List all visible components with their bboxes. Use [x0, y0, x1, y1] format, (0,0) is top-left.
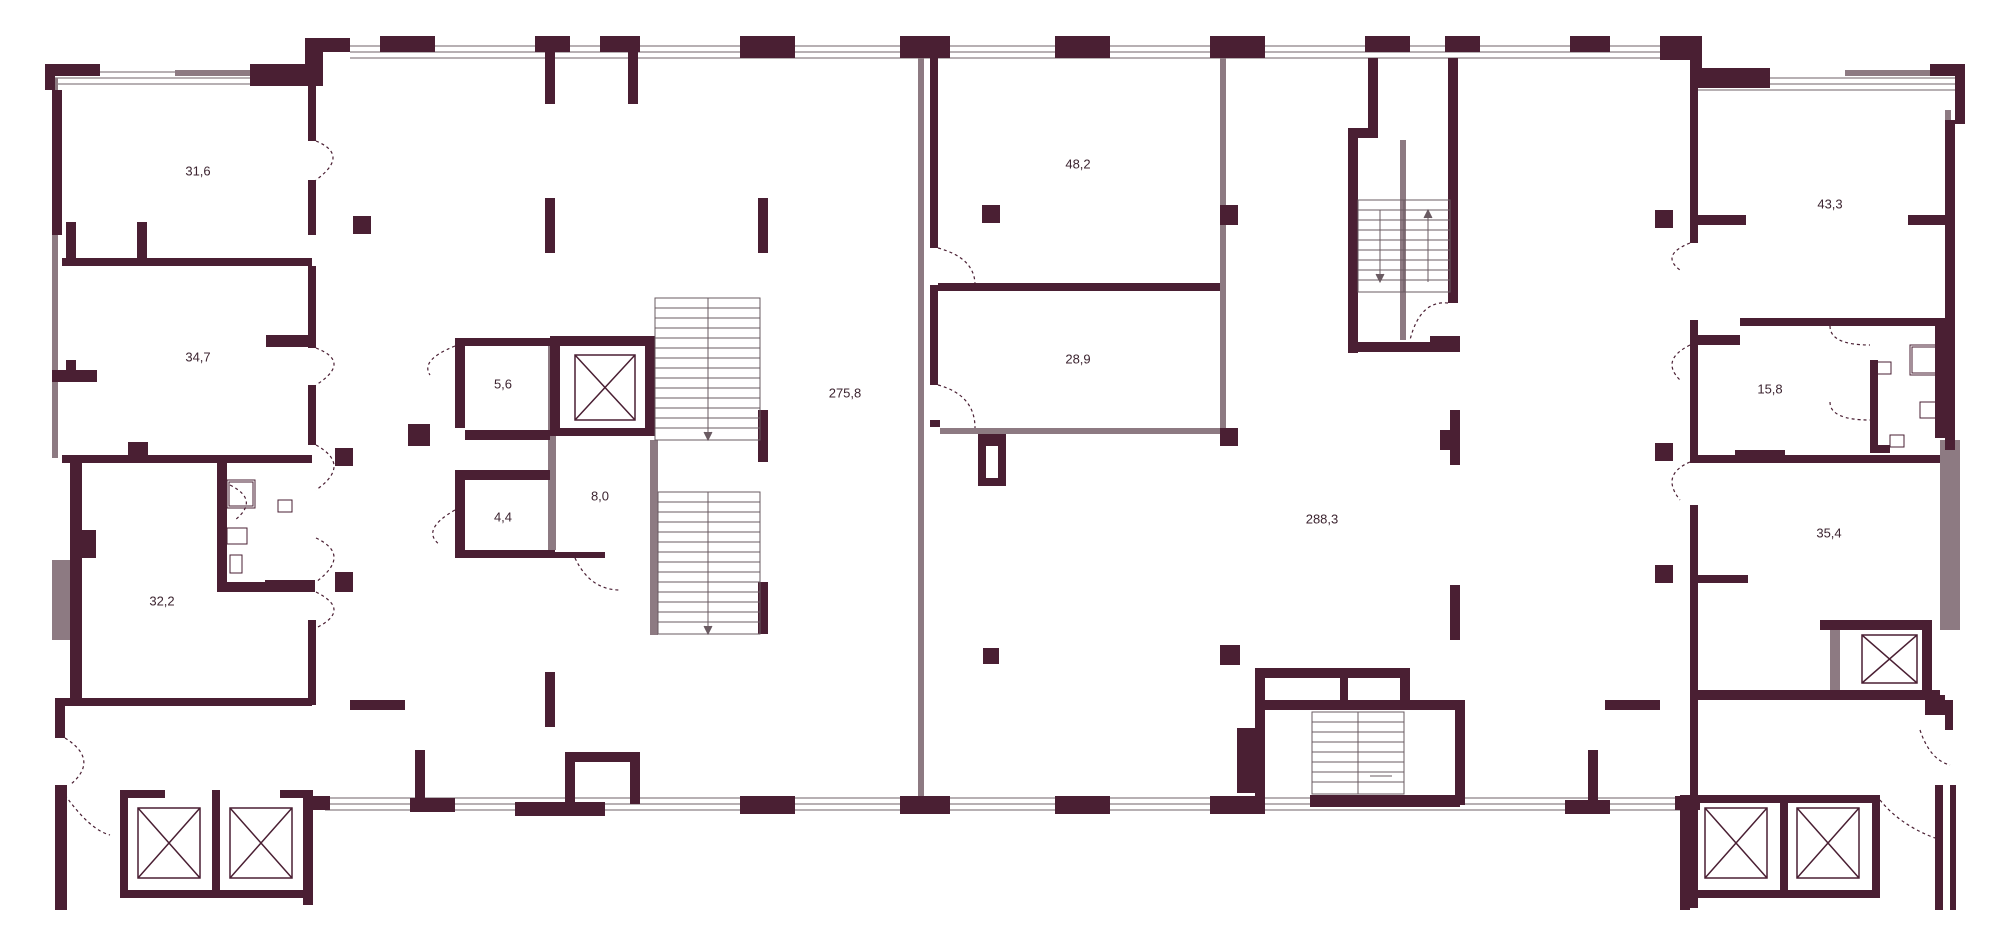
room-28-9-label: 28,9: [1065, 351, 1090, 366]
room-15-8-label: 15,8: [1757, 381, 1782, 396]
room-4-4-label: 4,4: [494, 509, 512, 524]
room-43-3-label: 43,3: [1817, 196, 1842, 211]
elevator-shafts: [137, 354, 1918, 879]
structural-walls: [45, 36, 1965, 910]
room-8-0-label: 8,0: [591, 488, 609, 503]
room-34-7-label: 34,7: [185, 349, 210, 364]
sanitary-fixtures: [226, 344, 1941, 574]
room-5-6-label: 5,6: [494, 376, 512, 391]
room-288-3-label: 288,3: [1306, 511, 1339, 526]
room-32-2-label: 32,2: [149, 593, 174, 608]
room-35-4-label: 35,4: [1816, 525, 1841, 540]
room-area-labels: 31,6 34,7 32,2 5,6 4,4 8,0 275,8 48,2 28…: [149, 156, 1842, 608]
door-swings: [64, 140, 1951, 839]
staircases: [654, 199, 1451, 795]
partition-walls: [52, 58, 1960, 798]
room-48-2-label: 48,2: [1065, 156, 1090, 171]
room-275-8-label: 275,8: [829, 385, 862, 400]
room-31-6-label: 31,6: [185, 163, 210, 178]
